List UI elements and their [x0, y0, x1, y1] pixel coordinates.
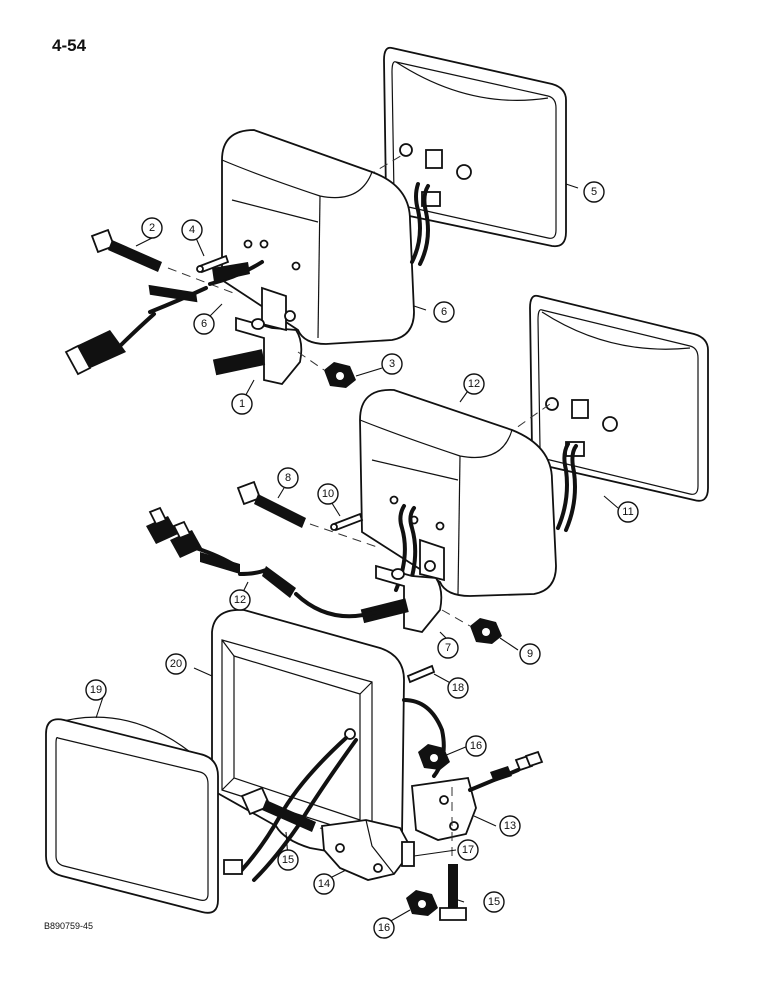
svg-text:8: 8: [285, 472, 291, 484]
callout-17: 17: [457, 839, 479, 861]
mounting-bracket-1: [212, 286, 303, 385]
wiring-harness-12: [146, 506, 378, 619]
pin-4: [196, 254, 230, 274]
svg-text:15: 15: [488, 896, 500, 908]
svg-text:16: 16: [378, 922, 390, 934]
figure-code: B890759-45: [44, 921, 94, 931]
callout-6-harness: 6: [193, 313, 215, 335]
svg-text:14: 14: [318, 878, 330, 890]
svg-text:20: 20: [170, 658, 182, 670]
wiring-harness-6: [64, 260, 264, 376]
spacer-17: [401, 841, 415, 867]
callout-1: 1: [231, 393, 253, 415]
svg-text:17: 17: [462, 844, 474, 856]
svg-text:6: 6: [441, 306, 447, 318]
callout-8: 8: [277, 467, 299, 489]
bolt-2: [90, 228, 162, 272]
callout-16-upper: 16: [465, 735, 487, 757]
svg-text:10: 10: [322, 488, 334, 500]
bolt-15-upper: [240, 786, 316, 832]
svg-text:9: 9: [527, 648, 533, 660]
lamp-lens-19: [45, 716, 243, 914]
svg-text:7: 7: [445, 642, 451, 654]
svg-text:4: 4: [189, 224, 195, 236]
callout-20: 20: [165, 653, 187, 675]
lamp-lens-5: [383, 46, 567, 248]
mounting-bracket-14: [321, 819, 414, 881]
svg-text:11: 11: [622, 506, 633, 518]
bolt-15-lower: [439, 864, 467, 921]
svg-text:3: 3: [389, 358, 395, 370]
svg-text:19: 19: [90, 684, 102, 696]
callout-15-lower: 15: [483, 891, 505, 913]
nut-16-upper: [418, 744, 450, 770]
pin-10: [330, 512, 364, 532]
callout-11: 11: [617, 501, 639, 523]
svg-text:18: 18: [452, 682, 464, 694]
bracket-13: [411, 750, 544, 841]
callout-15-upper: 15: [277, 849, 299, 871]
callout-10: 10: [317, 483, 339, 505]
lamp-lens-11: [529, 294, 709, 502]
svg-text:5: 5: [591, 186, 597, 198]
svg-text:13: 13: [504, 820, 516, 832]
callout-3: 3: [381, 353, 403, 375]
nut-3: [324, 362, 356, 388]
callout-12-housing: 12: [463, 373, 485, 395]
mounting-bracket-7: [360, 538, 445, 633]
nut-16-lower: [406, 890, 438, 916]
svg-text:16: 16: [470, 740, 482, 752]
callout-14: 14: [313, 873, 335, 895]
svg-text:12: 12: [468, 378, 480, 390]
page-number: 4-54: [52, 36, 87, 55]
pin-18: [406, 664, 436, 684]
callout-12-harness: 12: [229, 589, 251, 611]
nut-9: [470, 618, 502, 644]
callout-4: 4: [181, 219, 203, 241]
callout-6-housing: 6: [433, 301, 455, 323]
callout-9: 9: [519, 643, 541, 665]
callout-16-lower: 16: [373, 917, 395, 939]
bolt-8: [236, 480, 306, 528]
svg-text:6: 6: [201, 318, 207, 330]
callout-19: 19: [85, 679, 107, 701]
callout-18: 18: [447, 677, 469, 699]
svg-text:2: 2: [149, 222, 155, 234]
callout-13: 13: [499, 815, 521, 837]
callout-2: 2: [141, 217, 163, 239]
callout-7: 7: [437, 637, 459, 659]
svg-text:15: 15: [282, 854, 294, 866]
svg-text:12: 12: [234, 594, 246, 606]
callout-5: 5: [583, 181, 605, 203]
svg-text:1: 1: [239, 398, 245, 410]
